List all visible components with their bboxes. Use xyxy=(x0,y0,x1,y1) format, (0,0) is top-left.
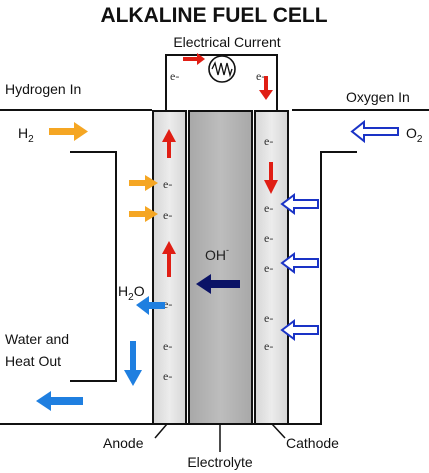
hydrogen-to-anode-arrow-2 xyxy=(129,206,158,222)
cathode-leader-line xyxy=(271,423,286,439)
water-heat-out-label-line2: Heat Out xyxy=(5,353,61,369)
electron-flow-arrow-top xyxy=(183,53,205,65)
water-down-arrow xyxy=(124,341,142,386)
cathode-electron-6: e- xyxy=(264,339,273,353)
oxygen-to-cathode-arrow-2 xyxy=(280,252,319,274)
water-heat-out-label-line1: Water and xyxy=(5,331,69,347)
electron-flow-arrow-down-circuit xyxy=(259,76,273,100)
anode-label: Anode xyxy=(103,435,144,451)
cathode-electron-4: e- xyxy=(264,261,273,275)
hydrogen-in-label: Hydrogen In xyxy=(5,81,81,97)
cathode-electron-2: e- xyxy=(264,201,273,215)
anode-electron-5: e- xyxy=(163,369,172,383)
external-circuit-wire xyxy=(165,54,278,110)
oxygen-inlet-arrow xyxy=(350,119,399,144)
anode-electron-4: e- xyxy=(163,339,172,353)
oxygen-to-cathode-arrow-3 xyxy=(280,319,319,341)
oxygen-in-label: Oxygen In xyxy=(346,89,410,105)
anode-leader-line xyxy=(154,423,168,439)
circuit-label: Electrical Current xyxy=(173,34,280,50)
h2-formula: H2 xyxy=(18,125,34,145)
anode-electron-1: e- xyxy=(163,177,172,191)
hydrogen-inlet-arrow xyxy=(49,122,88,141)
water-exit-arrow xyxy=(36,391,83,411)
anode-electron-flow-arrow-up-1 xyxy=(162,129,176,158)
water-formula: H2O xyxy=(118,283,145,303)
anode-electron-flow-arrow-up-2 xyxy=(162,241,176,277)
cathode-electron-5: e- xyxy=(264,311,273,325)
hydrogen-to-anode-arrow-1 xyxy=(129,175,158,191)
electron-label-circuit-right: e- xyxy=(256,69,265,83)
load-resistor-icon xyxy=(208,55,236,83)
cathode-electron-1: e- xyxy=(264,134,273,148)
electrolyte-layer xyxy=(188,110,253,425)
diagram-title: ALKALINE FUEL CELL xyxy=(100,4,327,27)
oxygen-to-cathode-arrow-1 xyxy=(280,193,319,215)
electron-label-circuit-left: e- xyxy=(170,69,179,83)
anode-electron-3: e- xyxy=(163,297,172,311)
hydroxide-flow-arrow xyxy=(196,274,240,294)
hydroxide-ion-label: OH- xyxy=(205,245,229,263)
o2-formula: O2 xyxy=(406,125,423,145)
cathode-electron-flow-arrow-down xyxy=(264,162,278,194)
cathode-electron-3: e- xyxy=(264,231,273,245)
anode-electron-2: e- xyxy=(163,208,172,222)
electrolyte-label: Electrolyte xyxy=(187,454,253,470)
cathode-label: Cathode xyxy=(286,435,339,451)
anode-channel-wall xyxy=(70,151,117,382)
water-out-arrow-from-anode xyxy=(136,296,165,315)
